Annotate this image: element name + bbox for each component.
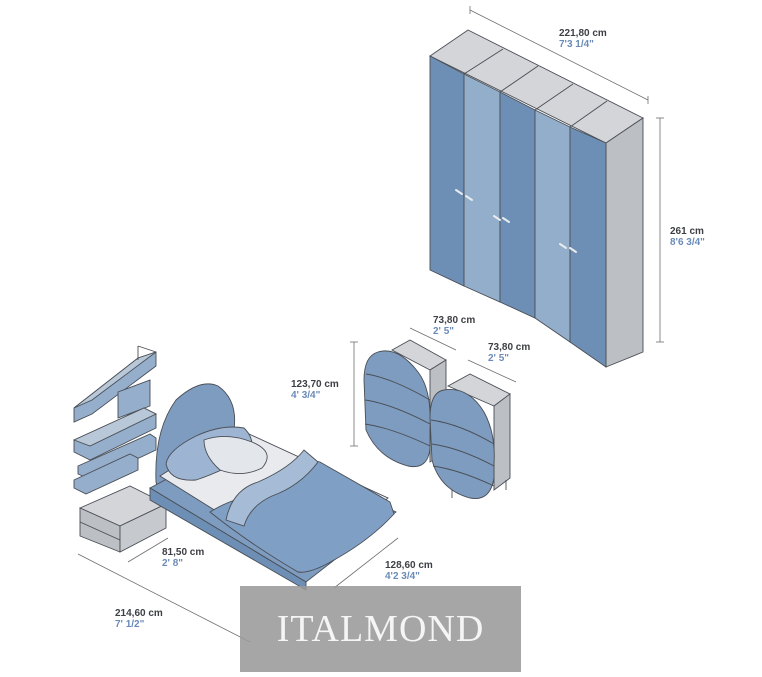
chest1-width-cm: 73,80 cm [433,315,476,326]
wall-shelves [72,345,158,495]
chest-height-label: 123,70 cm 4' 3/4" [291,379,339,401]
bed-length-label: 214,60 cm 7' 1/2" [115,608,163,630]
chest2-width-in: 2' 5" [488,353,510,364]
wardrobe-width-label: 221,80 cm 7'3 1/4" [559,28,607,50]
bed-length-in: 7' 1/2" [115,619,145,630]
chest1-width-label: 73,80 cm 2' 5" [433,315,475,337]
watermark-text: ITALMOND [276,608,485,650]
nightstand-width-label: 81,50 cm 2' 8" [162,547,204,569]
nightstand-width-cm: 81,50 cm [162,547,205,558]
nightstand-width-in: 2' 8" [162,558,184,569]
wardrobe-height-label: 261 cm 8'6 3/4" [670,226,705,248]
wardrobe-width-cm: 221,80 cm [559,28,607,39]
italmond-watermark: ITALMOND [240,586,521,672]
nightstand [78,485,168,553]
chest-of-drawers-2 [429,373,511,500]
bed-width-cm: 128,60 cm [385,560,433,571]
wardrobe [429,29,644,368]
chest2-width-cm: 73,80 cm [488,342,531,353]
chest1-width-in: 2' 5" [433,326,455,337]
bed-width-label: 128,60 cm 4'2 3/4" [385,560,433,582]
wardrobe-width-in: 7'3 1/4" [559,39,594,50]
bed-length-cm: 214,60 cm [115,608,163,619]
chest-height-cm: 123,70 cm [291,379,339,390]
chest-height-in: 4' 3/4" [291,390,321,401]
wardrobe-height-in: 8'6 3/4" [670,237,705,248]
dimension-lines [77,6,664,643]
wardrobe-height-cm: 261 cm [670,226,704,237]
bed [149,383,397,591]
bed-width-in: 4'2 3/4" [385,571,420,582]
chest2-width-label: 73,80 cm 2' 5" [488,342,530,364]
